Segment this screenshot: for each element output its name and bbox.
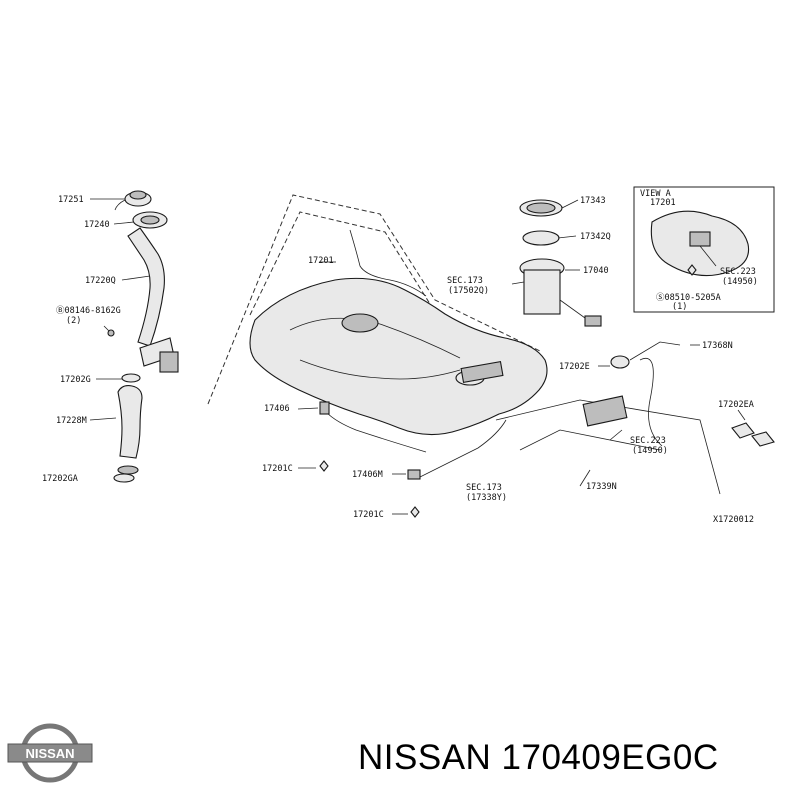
part-number-title: NISSAN 170409EG0C	[358, 738, 719, 777]
label-17201: 17201	[308, 256, 334, 266]
label-screw: Ⓢ08510-5205A	[656, 293, 721, 303]
label-17202ea: 17202EA	[718, 400, 754, 410]
canister-group	[579, 341, 775, 487]
filler-neck-assembly	[89, 190, 179, 483]
label-17202g: 17202G	[60, 375, 91, 385]
label-sec223-b: SEC.223	[720, 267, 756, 277]
label-17240: 17240	[84, 220, 110, 230]
label-17202e: 17202E	[559, 362, 590, 372]
label-sec173-a-sub: (17502Q)	[448, 286, 489, 296]
view-a-inset	[633, 186, 775, 313]
label-17406: 17406	[264, 404, 290, 414]
label-17220q: 17220Q	[85, 276, 116, 286]
label-sec223-a: SEC.223	[630, 436, 666, 446]
label-screw-qty: (1)	[672, 302, 687, 312]
label-bolt: Ⓑ08146-8162G	[56, 306, 121, 316]
label-17368n: 17368N	[702, 341, 733, 351]
label-17339n: 17339N	[586, 482, 617, 492]
label-17202ga: 17202GA	[42, 474, 78, 484]
label-bolt-qty: (2)	[66, 316, 81, 326]
label-17251: 17251	[58, 195, 84, 205]
label-17343: 17343	[580, 196, 606, 206]
label-inset-17201: 17201	[650, 198, 676, 208]
label-17228m: 17228M	[56, 416, 87, 426]
label-17201c-a: 17201C	[262, 464, 293, 474]
label-17342q: 17342Q	[580, 232, 611, 242]
pump-assembly	[511, 199, 602, 327]
fuel-tank	[249, 229, 721, 518]
label-17406m: 17406M	[352, 470, 383, 480]
label-17201c-b: 17201C	[353, 510, 384, 520]
nissan-logo: NISSAN	[7, 723, 93, 783]
label-sec223-b-sub: (14950)	[722, 277, 758, 287]
nissan-logo-text: NISSAN	[25, 746, 74, 761]
label-sec173-b: SEC.173	[466, 483, 502, 493]
label-17040: 17040	[583, 266, 609, 276]
label-sec173-a: SEC.173	[447, 276, 483, 286]
label-view-a: VIEW A	[640, 189, 671, 199]
label-sec173-b-sub: (17338Y)	[466, 493, 507, 503]
label-sec223-a-sub: (14950)	[632, 446, 668, 456]
label-diagram-code: X1720012	[713, 515, 754, 525]
